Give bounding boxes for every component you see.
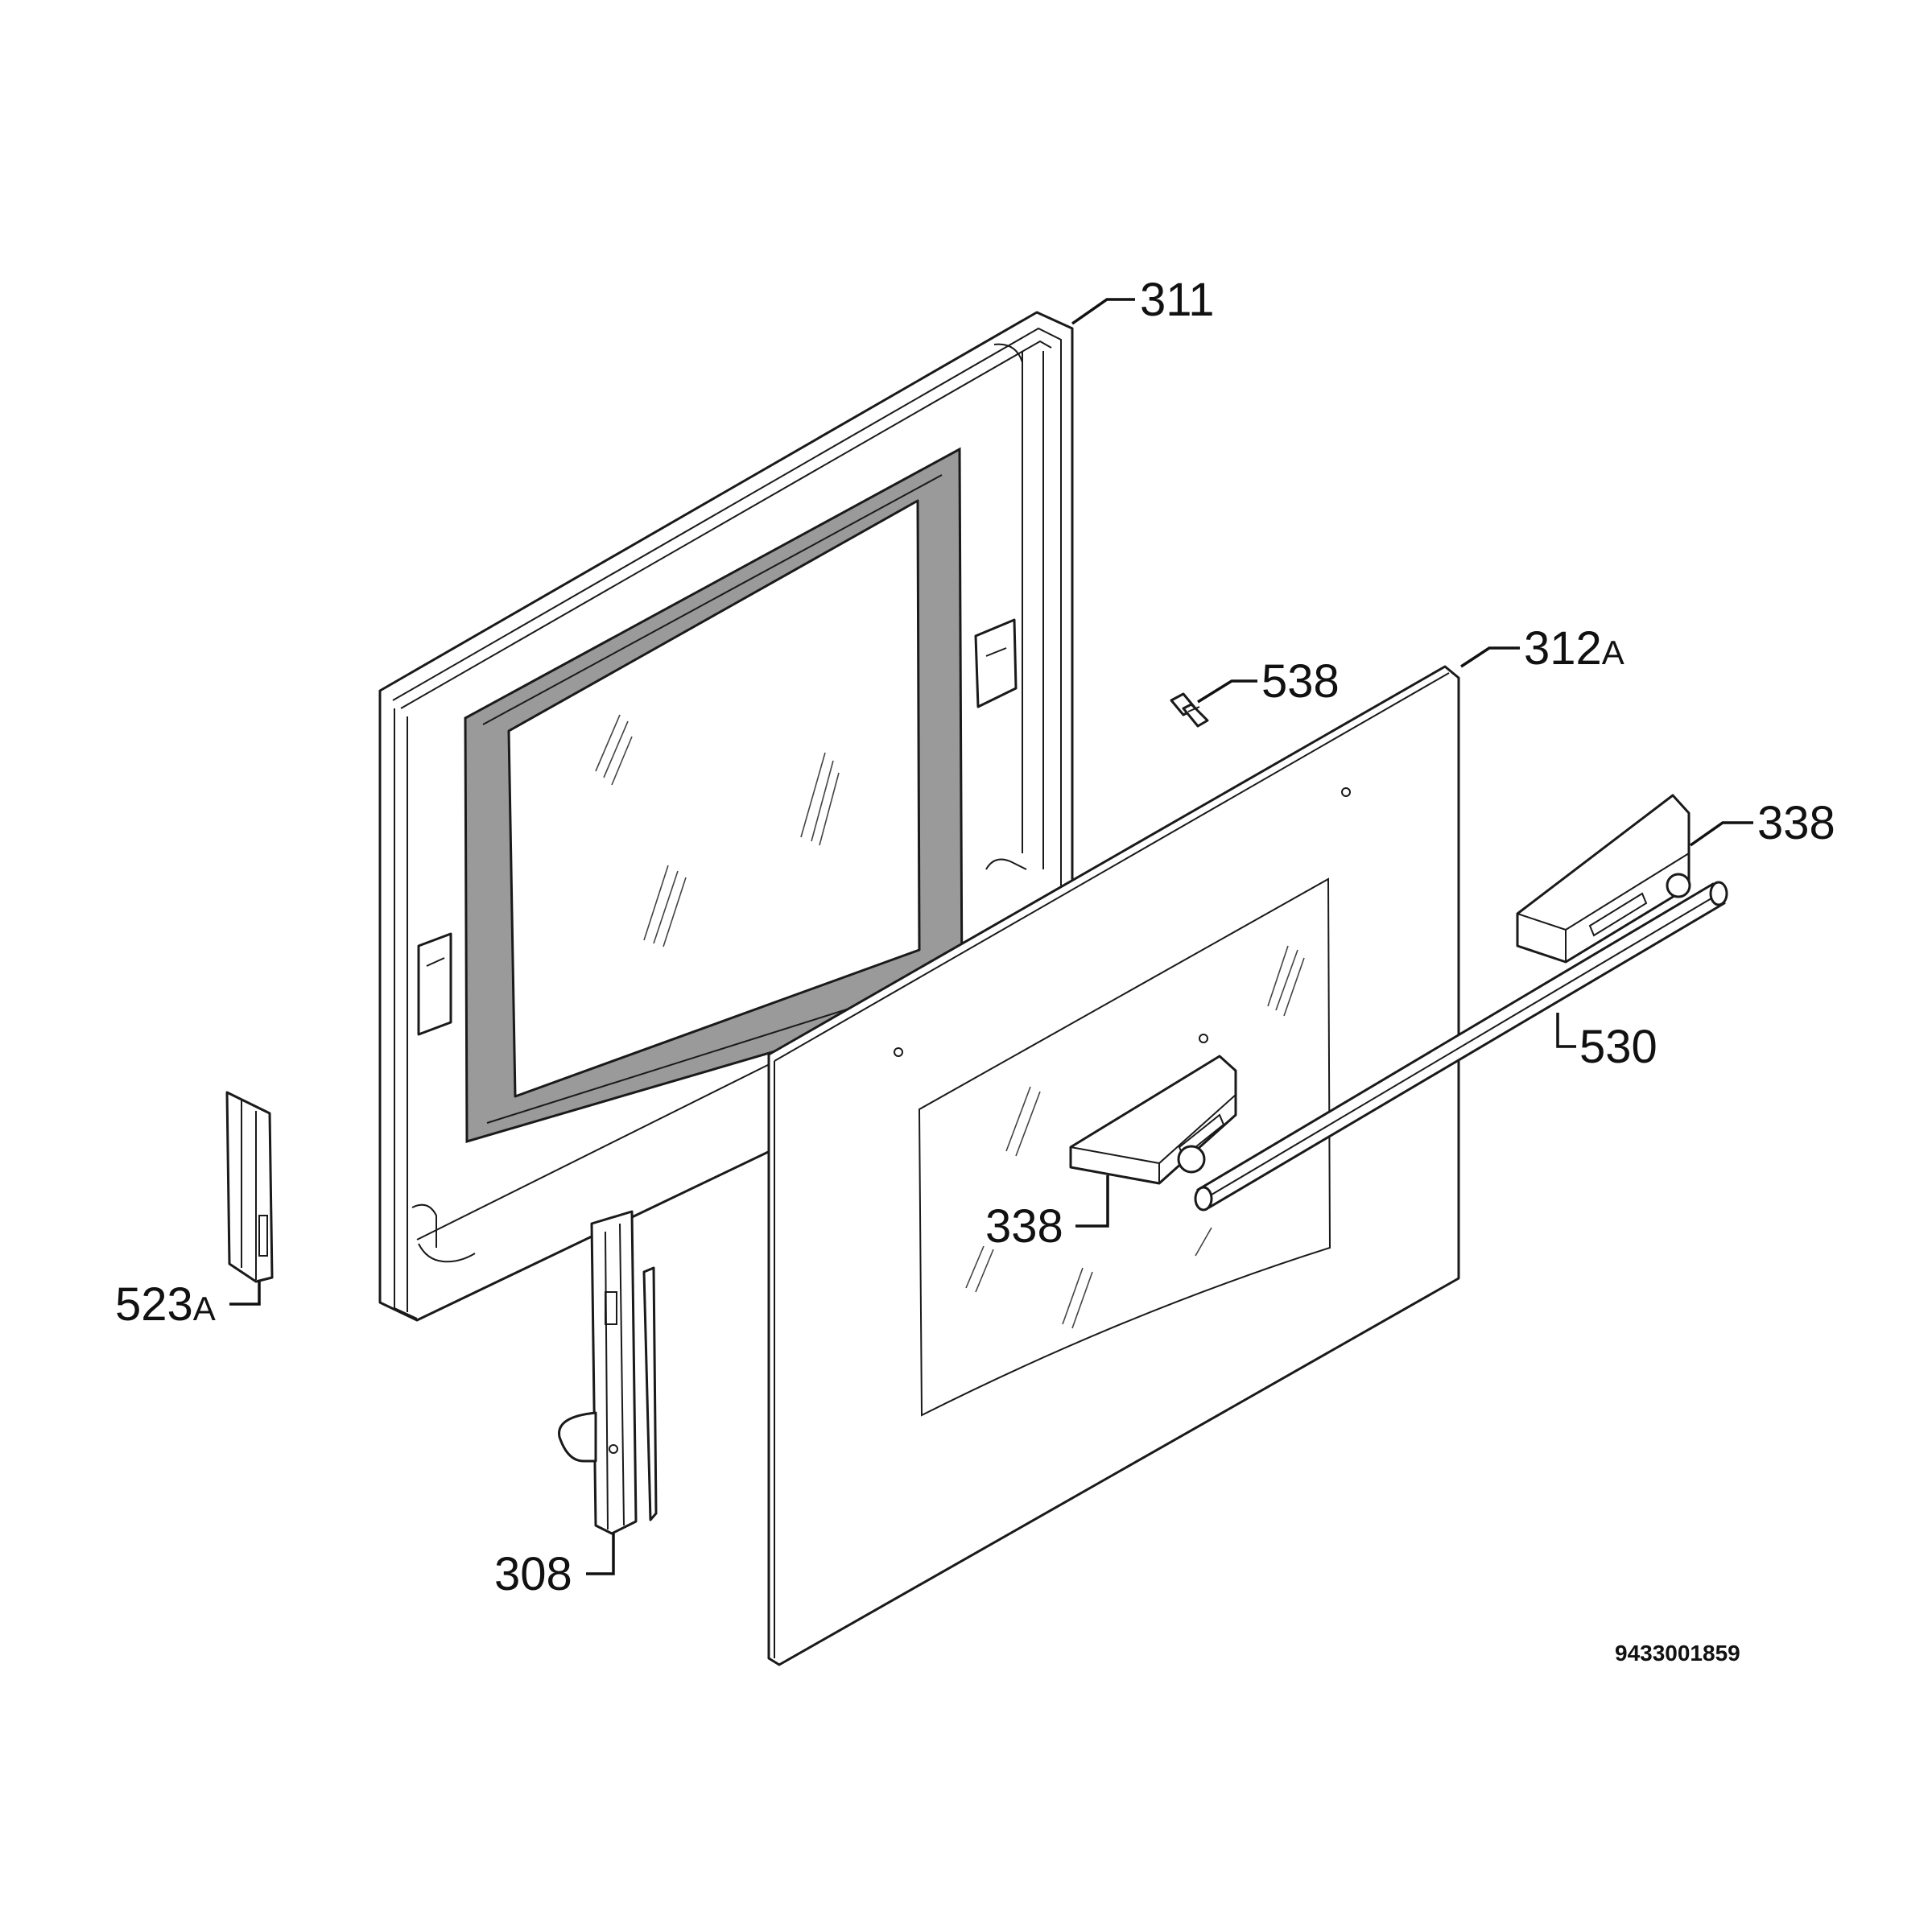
leader-lines: [229, 298, 1753, 1575]
callout-530: 530: [1579, 1021, 1657, 1073]
callout-538: 538: [1261, 655, 1340, 708]
inner-glass-streaks: [595, 714, 840, 947]
leader-338-right: [1689, 821, 1753, 847]
leader-530: [1556, 1013, 1576, 1048]
leader-311: [1071, 298, 1135, 325]
outer-glass-streaks: [965, 945, 1305, 1329]
leader-312a: [1460, 646, 1520, 668]
leader-338-center: [1075, 1175, 1109, 1228]
leader-523a: [229, 1282, 261, 1306]
door-latch: [225, 1091, 274, 1283]
handle-end-cap-center: [1069, 1055, 1237, 1185]
callout-338-right: 338: [1757, 797, 1835, 849]
callout-312a: 312A: [1524, 622, 1624, 675]
callout-523a: 523A: [115, 1278, 216, 1331]
screw-538: [1170, 692, 1209, 728]
document-number: 9433001859: [1615, 1641, 1740, 1666]
inner-door-gasket: [464, 447, 964, 1143]
callout-311: 311: [1140, 274, 1214, 326]
callout-338-center: 338: [985, 1200, 1063, 1253]
door-hinge: [558, 1210, 658, 1535]
callout-308: 308: [494, 1548, 572, 1600]
handle-end-cap-right: [1516, 794, 1691, 964]
leader-538: [1197, 679, 1257, 704]
handle-bar: [1194, 881, 1728, 1212]
leader-308: [586, 1534, 615, 1575]
